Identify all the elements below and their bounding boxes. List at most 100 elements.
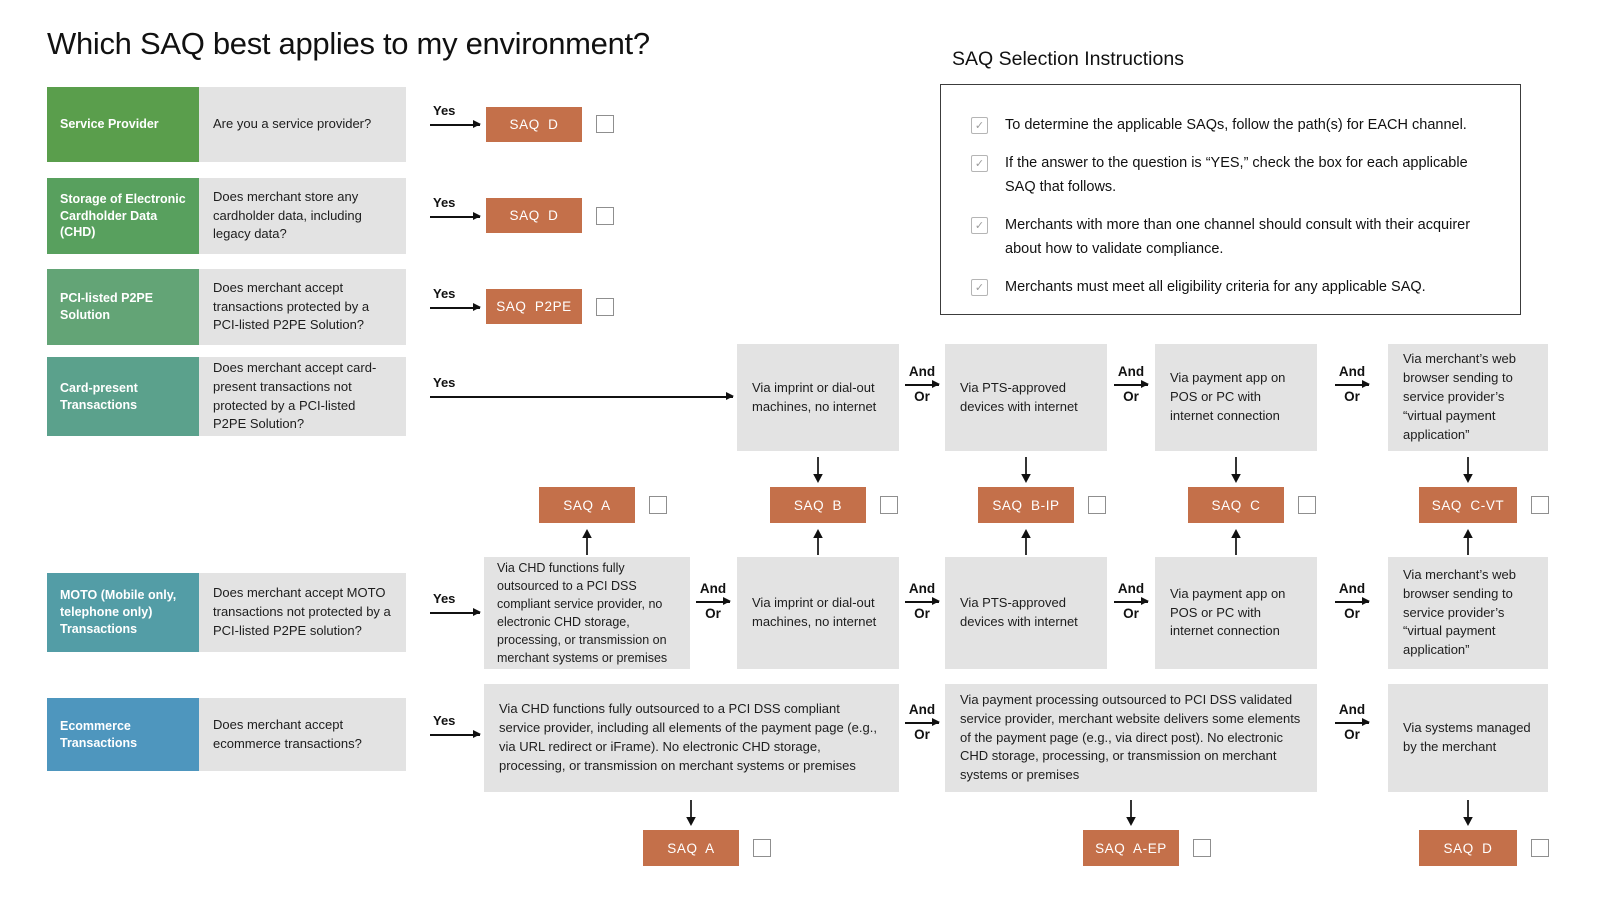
channel-question-p2pe: Does merchant accept transactions protec…	[199, 269, 406, 345]
checkbox-checked-icon[interactable]: ✓	[971, 155, 988, 173]
arrow-down-icon	[1463, 457, 1473, 483]
instruction-text: Merchants must meet all eligibility crit…	[1005, 279, 1426, 296]
yes-arrow: Yes	[430, 591, 481, 616]
saq-chip-a-ep: SAQ A-EP	[1083, 830, 1179, 866]
arrow-right-icon	[1114, 380, 1149, 388]
arrow-down-icon	[813, 457, 823, 483]
yes-arrow: Yes	[430, 286, 481, 311]
checkbox-checked-icon[interactable]: ✓	[971, 117, 988, 134]
arrow-right-icon	[1114, 597, 1149, 605]
check-icon: ✓	[974, 158, 985, 171]
flow-box-virtual-payment-moto: Via merchant’s web browser sending to se…	[1388, 557, 1548, 669]
channel-question-moto: Does merchant accept MOTO transactions n…	[199, 573, 406, 652]
instruction-item: ✓ To determine the applicable SAQs, foll…	[971, 114, 1492, 137]
arrow-up-icon	[813, 529, 823, 555]
flow-box-pts-devices: Via PTS-approved devices with internet	[945, 344, 1107, 451]
saq-chip-d-service-provider: SAQ D	[486, 107, 582, 142]
channel-label-service-provider: Service Provider	[47, 87, 199, 162]
flow-box-ecom-merchant-systems: Via systems managed by the merchant	[1388, 684, 1548, 792]
channel-label-card-present: Card-present Transactions	[47, 357, 199, 436]
flow-box-ecom-direct-post: Via payment processing outsourced to PCI…	[945, 684, 1317, 792]
yes-arrow-card-present: Yes	[430, 375, 734, 400]
yes-arrow: Yes	[430, 195, 481, 220]
flow-box-moto-outsourced: Via CHD functions fully outsourced to a …	[484, 557, 690, 669]
channel-question-card-present: Does merchant accept card-present transa…	[199, 357, 406, 436]
yes-arrow: Yes	[430, 103, 481, 128]
instruction-item: ✓ Merchants must meet all eligibility cr…	[971, 276, 1492, 299]
arrow-down-icon	[1231, 457, 1241, 483]
arrow-up-icon	[1231, 529, 1241, 555]
instruction-text: Merchants with more than one channel sho…	[1005, 217, 1471, 257]
flow-box-imprint-dialout-moto: Via imprint or dial-out machines, no int…	[737, 557, 899, 669]
arrow-down-icon	[686, 800, 696, 826]
checkbox-checked-icon[interactable]: ✓	[971, 217, 988, 235]
flow-box-payment-app-moto: Via payment app on POS or PC with intern…	[1155, 557, 1317, 669]
channel-label-ecommerce: Ecommerce Transactions	[47, 698, 199, 771]
arrow-down-icon	[1126, 800, 1136, 826]
arrow-up-icon	[1463, 529, 1473, 555]
checkbox-checked-icon[interactable]: ✓	[971, 279, 988, 297]
saq-chip-a-bottom: SAQ A	[643, 830, 739, 866]
saq-chip-d-bottom: SAQ D	[1419, 830, 1517, 866]
flow-box-imprint-dialout: Via imprint or dial-out machines, no int…	[737, 344, 899, 451]
channel-label-p2pe: PCI-listed P2PE Solution	[47, 269, 199, 345]
channel-question-service-provider: Are you a service provider?	[199, 87, 406, 162]
check-icon: ✓	[974, 282, 985, 295]
saq-checkbox[interactable]	[596, 207, 614, 225]
saq-checkbox[interactable]	[596, 298, 614, 316]
instructions-panel: ✓ To determine the applicable SAQs, foll…	[940, 84, 1521, 315]
flow-box-pts-devices-moto: Via PTS-approved devices with internet	[945, 557, 1107, 669]
page-title: Which SAQ best applies to my environment…	[47, 26, 650, 61]
yes-arrow: Yes	[430, 713, 481, 738]
check-icon: ✓	[974, 120, 985, 132]
saq-checkbox[interactable]	[1193, 839, 1211, 857]
instruction-text: If the answer to the question is “YES,” …	[1005, 155, 1468, 195]
arrow-right-icon	[1335, 718, 1370, 726]
saq-checkbox[interactable]	[1298, 496, 1316, 514]
instruction-item: ✓ If the answer to the question is “YES,…	[971, 152, 1492, 199]
saq-chip-d-storage: SAQ D	[486, 198, 582, 233]
arrow-up-icon	[582, 529, 592, 555]
arrow-right-icon	[1335, 597, 1370, 605]
check-icon: ✓	[974, 220, 985, 233]
arrow-down-icon	[1021, 457, 1031, 483]
instruction-item: ✓ Merchants with more than one channel s…	[971, 214, 1492, 261]
saq-chip-b-ip: SAQ B-IP	[978, 487, 1074, 523]
arrow-right-icon	[696, 597, 731, 605]
instruction-text: To determine the applicable SAQs, follow…	[1005, 117, 1467, 133]
arrow-right-icon	[905, 718, 940, 726]
arrow-right-icon	[905, 380, 940, 388]
flow-box-ecom-fully-outsourced: Via CHD functions fully outsourced to a …	[484, 684, 899, 792]
channel-question-ecommerce: Does merchant accept ecommerce transacti…	[199, 698, 406, 771]
saq-checkbox[interactable]	[596, 115, 614, 133]
channel-question-storage-chd: Does merchant store any cardholder data,…	[199, 178, 406, 254]
channel-label-storage-chd: Storage of Electronic Cardholder Data (C…	[47, 178, 199, 254]
saq-checkbox[interactable]	[880, 496, 898, 514]
instructions-heading: SAQ Selection Instructions	[952, 48, 1184, 70]
flow-box-payment-app: Via payment app on POS or PC with intern…	[1155, 344, 1317, 451]
saq-chip-p2pe: SAQ P2PE	[486, 289, 582, 324]
saq-chip-c-vt: SAQ C-VT	[1419, 487, 1517, 523]
saq-checkbox[interactable]	[1531, 496, 1549, 514]
arrow-right-icon	[1335, 380, 1370, 388]
saq-checkbox[interactable]	[1531, 839, 1549, 857]
saq-chip-b: SAQ B	[770, 487, 866, 523]
arrow-up-icon	[1021, 529, 1031, 555]
saq-chip-c: SAQ C	[1188, 487, 1284, 523]
flow-box-virtual-payment: Via merchant’s web browser sending to se…	[1388, 344, 1548, 451]
saq-checkbox[interactable]	[753, 839, 771, 857]
arrow-right-icon	[905, 597, 940, 605]
saq-checkbox[interactable]	[649, 496, 667, 514]
saq-chip-a-mid: SAQ A	[539, 487, 635, 523]
channel-label-moto: MOTO (Mobile only, telephone only) Trans…	[47, 573, 199, 652]
saq-checkbox[interactable]	[1088, 496, 1106, 514]
